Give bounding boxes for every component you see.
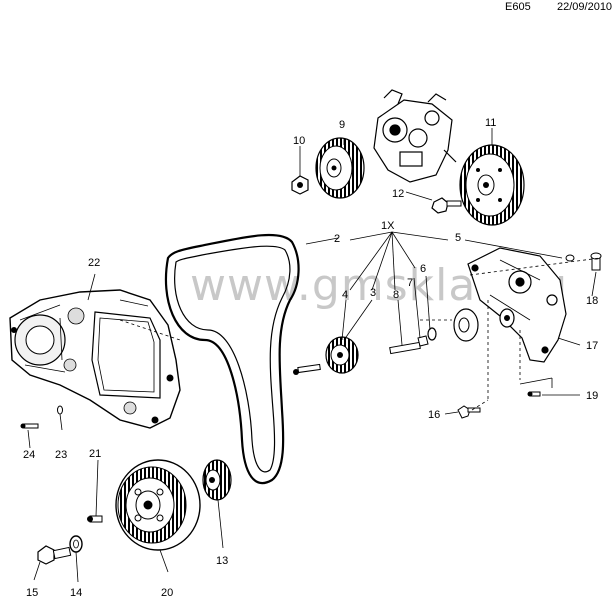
callout-13: 13	[216, 555, 228, 567]
callout-19: 19	[586, 390, 598, 402]
timing-cover[interactable]	[9, 289, 181, 429]
callout-4: 4	[342, 289, 348, 301]
deflection-pulley-bolt[interactable]	[293, 363, 321, 375]
timing-belt[interactable]	[164, 233, 300, 485]
crankshaft-bolt[interactable]	[37, 545, 72, 565]
callout-22: 22	[88, 257, 100, 269]
callout-20: 20	[161, 587, 173, 599]
callout-8: 8	[393, 289, 399, 301]
callout-23: 23	[55, 449, 67, 461]
callout-7: 7	[407, 277, 413, 289]
deflection-pulley[interactable]	[325, 336, 359, 374]
stud[interactable]	[590, 252, 602, 271]
tensioner-eccentric[interactable]	[499, 308, 515, 328]
damper-bolt-21[interactable]	[87, 515, 103, 523]
callout-3: 3	[370, 287, 376, 299]
callout-5: 5	[455, 232, 461, 244]
tensioner-bracket[interactable]	[467, 247, 567, 363]
tensioner-washer[interactable]	[427, 327, 437, 341]
callout-24: 24	[23, 449, 35, 461]
callout-2: 2	[334, 233, 340, 245]
pump-sprocket-nut[interactable]	[291, 175, 309, 195]
crankshaft-sprocket[interactable]	[202, 459, 232, 501]
callout-18: 18	[586, 295, 598, 307]
camshaft-sprocket-bolt[interactable]	[431, 197, 462, 214]
header: E605 22/09/2010	[0, 0, 613, 20]
bracket-bolt[interactable]	[457, 405, 481, 419]
callout-21: 21	[89, 448, 101, 460]
callout-10: 10	[293, 135, 305, 147]
crankshaft-washer[interactable]	[69, 535, 83, 553]
callout-6: 6	[420, 263, 426, 275]
camshaft-sprocket[interactable]	[459, 144, 525, 226]
callout-16: 16	[428, 409, 440, 421]
bracket-bolt-19[interactable]	[527, 391, 541, 397]
small-bolt-5[interactable]	[565, 254, 575, 262]
diagram-code: E605	[505, 1, 531, 13]
diagram-date: 22/09/2010	[557, 1, 613, 13]
callout-1x: 1X	[381, 220, 395, 232]
callout-11: 11	[485, 117, 496, 129]
crankshaft-damper[interactable]	[115, 459, 201, 551]
callout-12: 12	[392, 188, 404, 200]
callout-9: 9	[339, 119, 345, 131]
tensioner-bolt[interactable]	[389, 335, 429, 355]
tensioner-roller[interactable]	[453, 308, 479, 342]
pump-sprocket[interactable]	[315, 137, 365, 199]
cover-washer[interactable]	[57, 405, 63, 415]
leader-lines	[27, 128, 601, 583]
callout-14: 14	[70, 587, 82, 599]
callout-labels: 1X 2 3 4 5 6 7 8 9 10 11 12 13 14 15 16 …	[23, 117, 598, 599]
callout-17: 17	[586, 340, 598, 352]
cover-bolt[interactable]	[20, 423, 39, 429]
callout-15: 15	[26, 587, 38, 599]
high-pressure-pump[interactable]	[373, 89, 457, 183]
